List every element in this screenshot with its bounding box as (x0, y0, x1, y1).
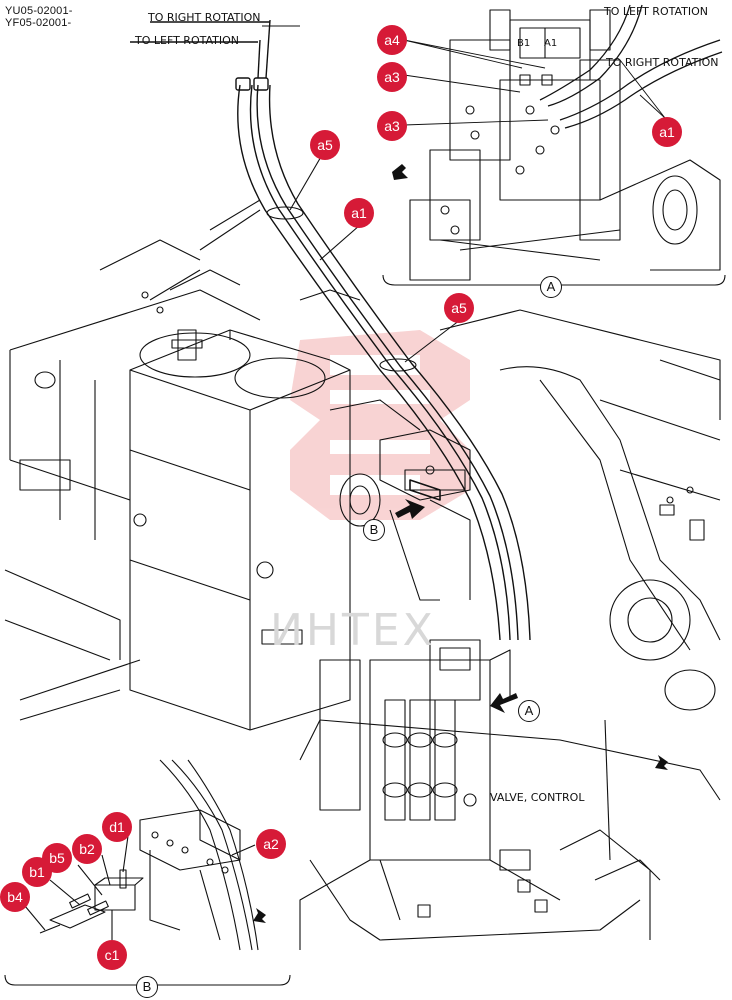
callout-b2: b2 (72, 834, 102, 864)
detail-a-to-left-rotation-label: TO LEFT ROTATION (604, 5, 708, 18)
watermark-text: ИНТЕХ (270, 605, 436, 656)
control-valve (299, 639, 561, 950)
direction-arrows (253, 164, 668, 923)
to-right-rotation-label: TO RIGHT ROTATION (148, 11, 261, 24)
callout-b4: b4 (0, 882, 30, 912)
callout-a5-upper: a5 (310, 130, 340, 160)
callout-b5: b5 (42, 843, 72, 873)
upper-frame (4, 199, 421, 661)
callout-c1: c1 (97, 940, 127, 970)
main-hoses (130, 19, 531, 641)
detail-a-to-right-rotation-label: TO RIGHT ROTATION (606, 56, 719, 69)
detail-b-parts (19, 759, 259, 951)
hose-clamps (266, 154, 461, 372)
watermark-logo (290, 330, 470, 520)
port-b1-label: B1 (517, 38, 531, 49)
swing-frame (429, 309, 721, 711)
hydraulic-tank (129, 329, 351, 731)
model-code-1: YU05-02001- (5, 5, 73, 17)
callout-d1: d1 (102, 812, 132, 842)
detail-a-view-label: A (540, 276, 562, 298)
callout-a2: a2 (256, 829, 286, 859)
detail-a-hoses (539, 4, 723, 129)
model-code-2: YF05-02001- (5, 17, 72, 29)
to-left-rotation-label: TO LEFT ROTATION (135, 34, 239, 47)
arrow-b-label: B (363, 519, 385, 541)
callout-b1: b1 (22, 857, 52, 887)
valve-control-label: VALVE, CONTROL (490, 791, 585, 804)
callout-a1-detail: a1 (652, 117, 682, 147)
port-a1-label: A1 (544, 38, 558, 49)
callout-a4: a4 (377, 25, 407, 55)
detail-a-leaders (262, 25, 666, 126)
lower-frame (19, 659, 721, 941)
swivel-bracket (339, 429, 471, 601)
callout-a1-main: a1 (344, 198, 374, 228)
detail-a-valve (409, 9, 721, 281)
detail-b-view-label: B (136, 976, 158, 998)
callout-a3-upper: a3 (377, 62, 407, 92)
callout-a3-lower: a3 (377, 111, 407, 141)
callout-a5-lower: a5 (444, 293, 474, 323)
arrow-a-label: A (518, 700, 540, 722)
